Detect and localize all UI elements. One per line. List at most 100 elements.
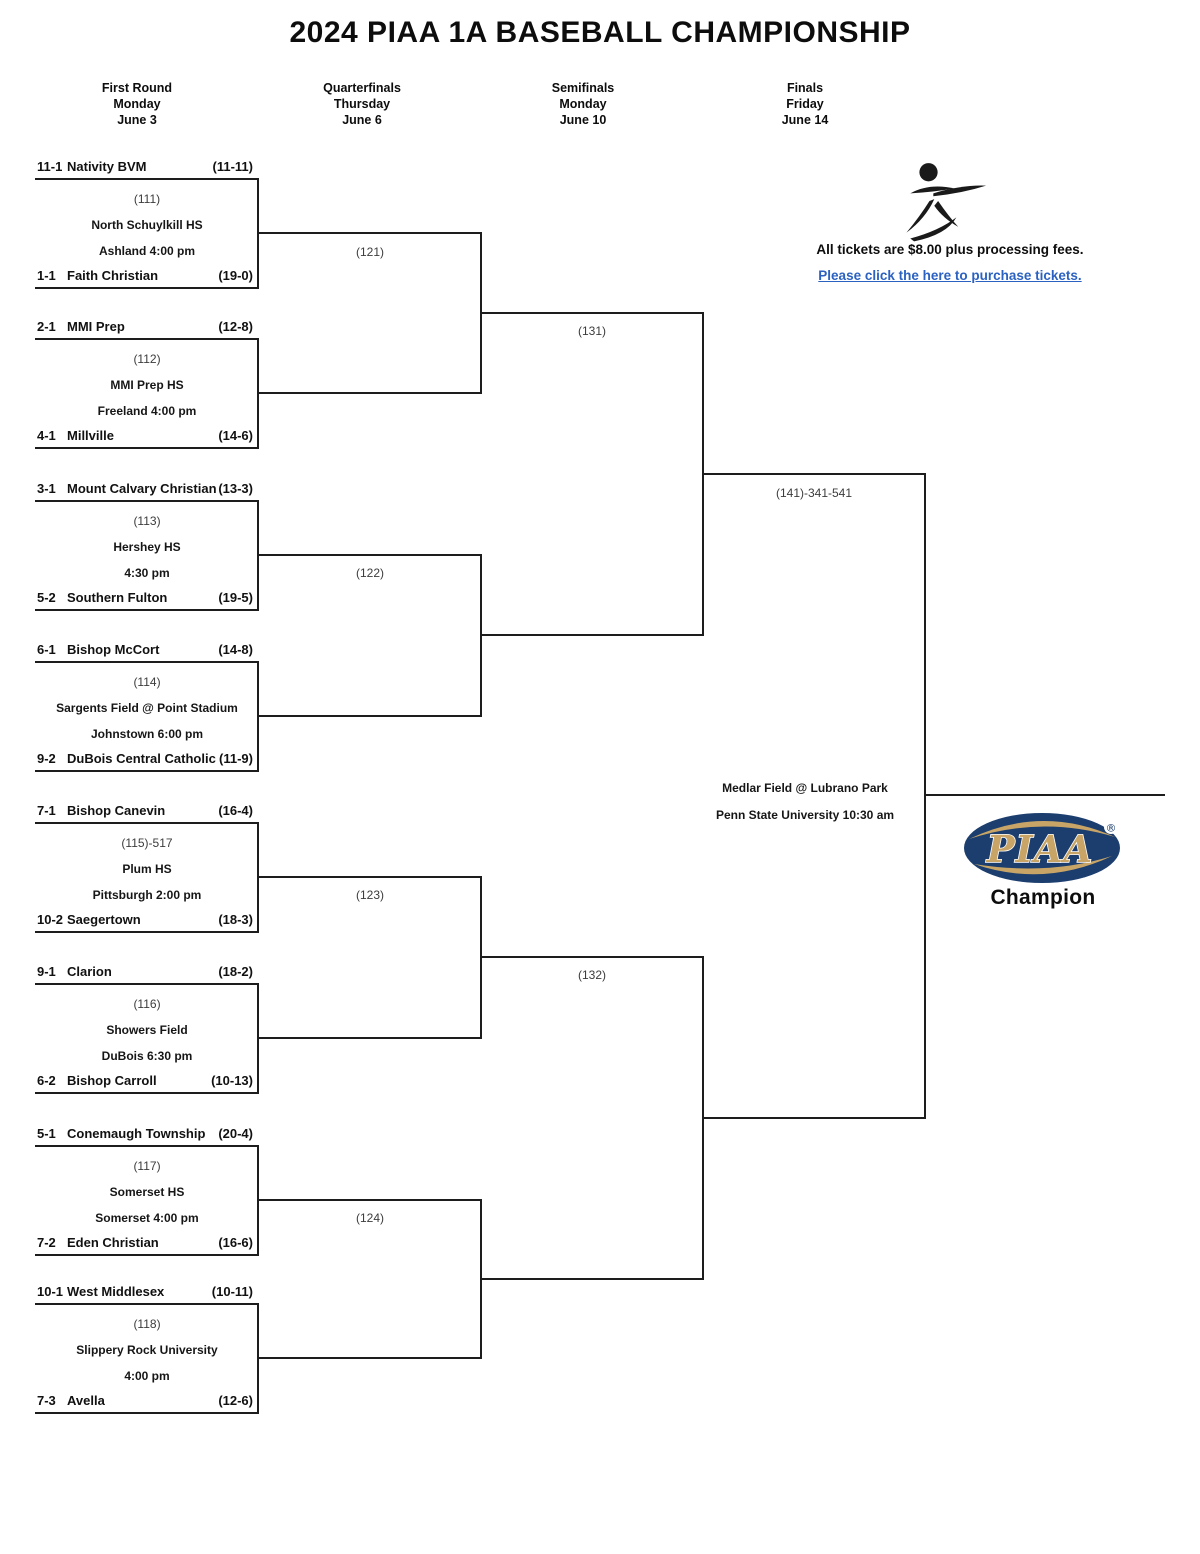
bracket-line [35,1092,259,1094]
team-name: Southern Fulton [67,590,168,605]
team-record: (10-13) [211,1073,253,1088]
bracket-line [35,661,259,663]
sf-game-number: (132) [577,968,606,982]
bracket-line [480,956,704,958]
team-row: 6-1 Bishop McCort (14-8) [37,643,253,657]
team-record: (12-6) [218,1393,253,1408]
game-number: (112) [133,352,161,366]
registered-mark: ® [1106,822,1117,835]
round-date: June 3 [117,113,157,127]
game-number: (111) [133,192,161,206]
team-seed: 1-1 [37,268,56,283]
page-title: 2024 PIAA 1A BASEBALL CHAMPIONSHIP [289,16,911,49]
bracket-line [35,447,259,449]
team-seed: 6-2 [37,1073,56,1088]
venue-line: Pittsburgh 2:00 pm [92,888,202,902]
team-seed: 5-1 [37,1126,56,1141]
team-row: 2-1 MMI Prep (12-8) [37,320,253,334]
piaa-logo: PIAA ® [964,813,1120,883]
piaa-logo-text: PIAA [986,827,1094,871]
bracket-line [702,473,926,475]
team-name: Avella [67,1393,105,1408]
team-seed: 6-1 [37,642,56,657]
team-seed: 9-1 [37,964,56,979]
round-name: Quarterfinals [323,81,401,95]
venue-line: 4:00 pm [124,1369,170,1383]
venue-line: Penn State University 10:30 am [715,808,895,822]
venue-line: DuBois 6:30 pm [101,1049,193,1063]
venue-line: Showers Field [106,1023,188,1037]
team-name: West Middlesex [67,1284,165,1299]
team-seed: 5-2 [37,590,56,605]
team-seed: 3-1 [37,481,56,496]
venue-line: Somerset 4:00 pm [95,1211,199,1225]
venue-line: Plum HS [122,862,172,876]
baseball-batter-icon [906,163,987,242]
team-name: Clarion [67,964,112,979]
team-record: (13-3) [218,481,253,496]
bracket-line [35,500,259,502]
game-number: (117) [133,1159,161,1173]
team-row: 9-1 Clarion (18-2) [37,965,253,979]
round-name: Semifinals [551,81,615,95]
game-number: (115)-517 [121,836,173,850]
team-row: 11-1 Nativity BVM (11-11) [37,160,253,174]
bracket-line [35,609,259,611]
round-date: June 6 [342,113,382,127]
team-record: (14-8) [218,642,253,657]
team-record: (19-5) [218,590,253,605]
team-seed: 9-2 [37,751,56,766]
purchase-tickets-link[interactable]: Please click the here to purchase ticket… [818,268,1082,283]
qf-game-number: (122) [355,566,384,580]
team-record: (12-8) [218,319,253,334]
bracket-line [35,822,259,824]
round-day: Friday [786,97,824,111]
team-name: DuBois Central Catholic [67,751,216,766]
round-header-finals: Finals Friday June 14 [730,80,880,128]
team-row: 5-1 Conemaugh Township (20-4) [37,1127,253,1141]
round-header-quarterfinals: Quarterfinals Thursday June 6 [287,80,437,128]
bracket-line [480,634,704,636]
champion-label: Champion [990,886,1096,909]
team-record: (18-2) [218,964,253,979]
team-name: Bishop McCort [67,642,160,657]
venue-line: Medlar Field @ Lubrano Park [722,781,888,795]
bracket-line [924,473,926,1119]
bracket-line [924,794,1165,796]
team-name: Conemaugh Township [67,1126,206,1141]
bracket-line [257,392,482,394]
bracket-line [35,178,259,180]
team-seed: 7-1 [37,803,56,818]
team-record: (10-11) [211,1284,253,1299]
venue-line: Freeland 4:00 pm [97,404,197,418]
team-record: (11-11) [212,159,253,174]
bracket-line [35,770,259,772]
team-name: Eden Christian [67,1235,159,1250]
round-name: Finals [786,81,824,95]
team-record: (20-4) [218,1126,253,1141]
team-seed: 2-1 [37,319,56,334]
bracket-line [35,1254,259,1256]
bracket-line [35,931,259,933]
team-name: Nativity BVM [67,159,147,174]
qf-game-number: (124) [355,1211,384,1225]
venue-line: North Schuylkill HS [91,218,203,232]
team-name: MMI Prep [67,319,125,334]
team-record: (16-6) [218,1235,253,1250]
team-seed: 11-1 [37,159,63,174]
bracket-line [257,715,482,717]
bracket-line [35,338,259,340]
bracket-line [702,1117,926,1119]
round-header-first-round: First Round Monday June 3 [62,80,212,128]
